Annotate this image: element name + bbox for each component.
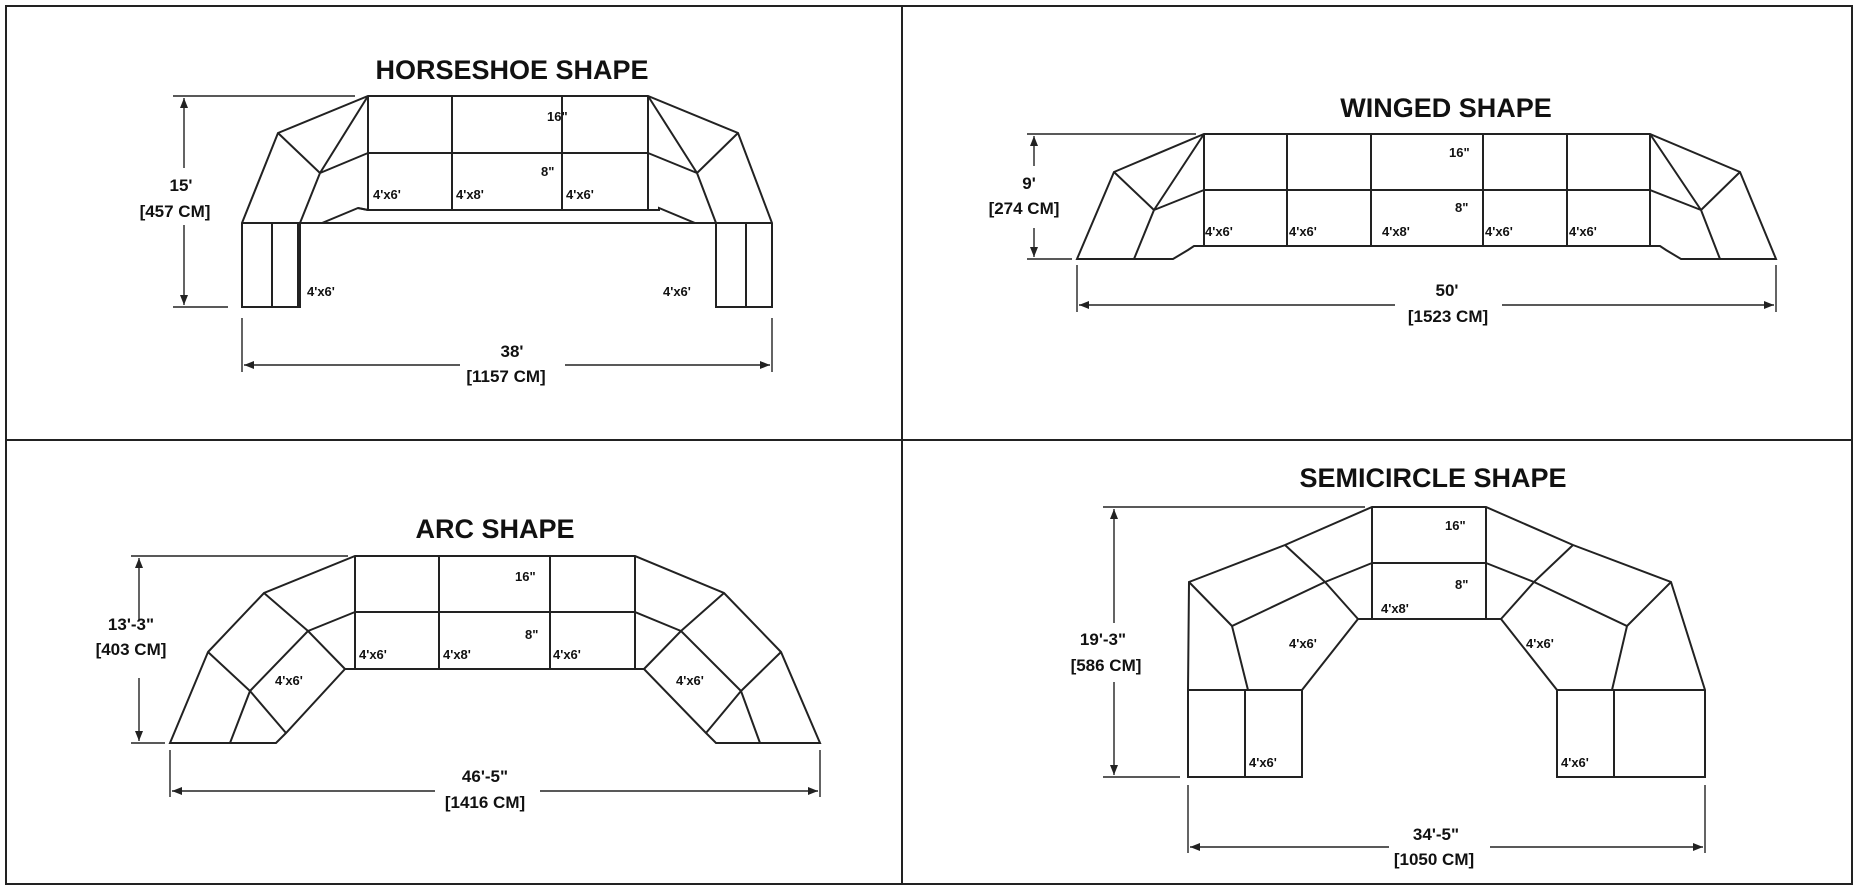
winged-width-cm: [1523 CM] <box>1408 307 1488 326</box>
arc-stage-outline <box>168 555 822 744</box>
horseshoe-module-label: 4'x6' <box>307 284 335 299</box>
winged-module-label: 4'x6' <box>1289 224 1317 239</box>
arc-height-cm: [403 CM] <box>96 640 167 659</box>
horseshoe-stage-body <box>241 95 773 308</box>
winged-stage-outline <box>1075 133 1778 260</box>
horseshoe-height-cm: [457 CM] <box>140 202 211 221</box>
horseshoe-module-lines <box>242 95 772 307</box>
winged-module-label: 4'x6' <box>1485 224 1513 239</box>
horseshoe-width-cm: [1157 CM] <box>466 367 545 386</box>
winged-width-value: 50' <box>1436 281 1459 300</box>
horseshoe-step-label-8: 8" <box>541 164 554 179</box>
arc-module-lines <box>207 556 782 744</box>
arc-step-label-16: 16" <box>515 569 536 584</box>
winged-step-label-16: 16" <box>1449 145 1470 160</box>
semicircle-height-dimension <box>1103 506 1365 778</box>
semicircle-title: SEMICIRCLE SHAPE <box>1299 463 1566 493</box>
arc-stage-body <box>168 555 822 744</box>
horseshoe-height-value: 15' <box>170 176 193 195</box>
semicircle-module-lines <box>1188 507 1705 777</box>
winged-stage-body <box>1075 133 1778 260</box>
horseshoe-stage-outline <box>241 95 773 308</box>
semicircle-height-cm: [586 CM] <box>1071 656 1142 675</box>
winged-module-label: 4'x6' <box>1569 224 1597 239</box>
semicircle-stage-body <box>1187 506 1706 778</box>
horseshoe-module-label: 4'x6' <box>373 187 401 202</box>
semicircle-width-cm: [1050 CM] <box>1394 850 1474 869</box>
horseshoe-height-dimension <box>173 95 355 308</box>
winged-title: WINGED SHAPE <box>1340 93 1552 123</box>
horseshoe-module-label: 4'x8' <box>456 187 484 202</box>
semicircle-module-label: 4'x6' <box>1561 755 1589 770</box>
arc-width-value: 46'-5" <box>462 767 508 786</box>
panel-arc: ARC SHAPE 16" 8" 4'x6' 4'x6' 4'x8' 4'x6'… <box>96 514 822 812</box>
arc-width-dimension <box>169 750 821 797</box>
arc-height-dimension <box>131 555 348 744</box>
semicircle-module-label: 4'x6' <box>1526 636 1554 651</box>
horseshoe-step-label-16: 16" <box>547 109 568 124</box>
panel-winged: WINGED SHAPE 16" 8" 4'x6' 4'x6' 4'x8' 4'… <box>989 93 1778 326</box>
semicircle-step-label-16: 16" <box>1445 518 1466 533</box>
winged-module-label: 4'x8' <box>1382 224 1410 239</box>
horseshoe-width-value: 38' <box>501 342 524 361</box>
panel-semicircle: SEMICIRCLE SHAPE 16" 8" 4'x8' 4'x6' 4'x6… <box>1071 463 1706 869</box>
arc-height-value: 13'-3" <box>108 615 154 634</box>
arc-module-label: 4'x6' <box>553 647 581 662</box>
arc-module-label: 4'x6' <box>676 673 704 688</box>
horseshoe-width-dimension <box>241 318 773 372</box>
arc-module-label: 4'x8' <box>443 647 471 662</box>
semicircle-module-label: 4'x6' <box>1289 636 1317 651</box>
horseshoe-module-label: 4'x6' <box>566 187 594 202</box>
arc-step-label-8: 8" <box>525 627 538 642</box>
winged-width-dimension <box>1076 265 1777 312</box>
arc-module-label: 4'x6' <box>275 673 303 688</box>
horseshoe-title: HORSESHOE SHAPE <box>375 55 648 85</box>
arc-width-cm: [1416 CM] <box>445 793 525 812</box>
winged-module-label: 4'x6' <box>1205 224 1233 239</box>
arc-module-label: 4'x6' <box>359 647 387 662</box>
winged-step-label-8: 8" <box>1455 200 1468 215</box>
semicircle-module-label: 4'x8' <box>1381 601 1409 616</box>
semicircle-stage-outline <box>1187 506 1706 778</box>
winged-height-value: 9' <box>1022 174 1036 193</box>
panel-horseshoe: HORSESHOE SHAPE 16" 8" 4'x6' 4'x8' 4'x6'… <box>140 55 773 386</box>
semicircle-width-dimension <box>1187 785 1706 853</box>
semicircle-height-value: 19'-3" <box>1080 630 1126 649</box>
arc-title: ARC SHAPE <box>415 514 574 544</box>
semicircle-step-label-8: 8" <box>1455 577 1468 592</box>
semicircle-module-label: 4'x6' <box>1249 755 1277 770</box>
outer-frame <box>5 5 1853 885</box>
winged-module-lines <box>1113 133 1741 260</box>
semicircle-width-value: 34'-5" <box>1413 825 1459 844</box>
winged-height-cm: [274 CM] <box>989 199 1060 218</box>
winged-height-dimension <box>1027 133 1196 260</box>
horseshoe-module-label: 4'x6' <box>663 284 691 299</box>
